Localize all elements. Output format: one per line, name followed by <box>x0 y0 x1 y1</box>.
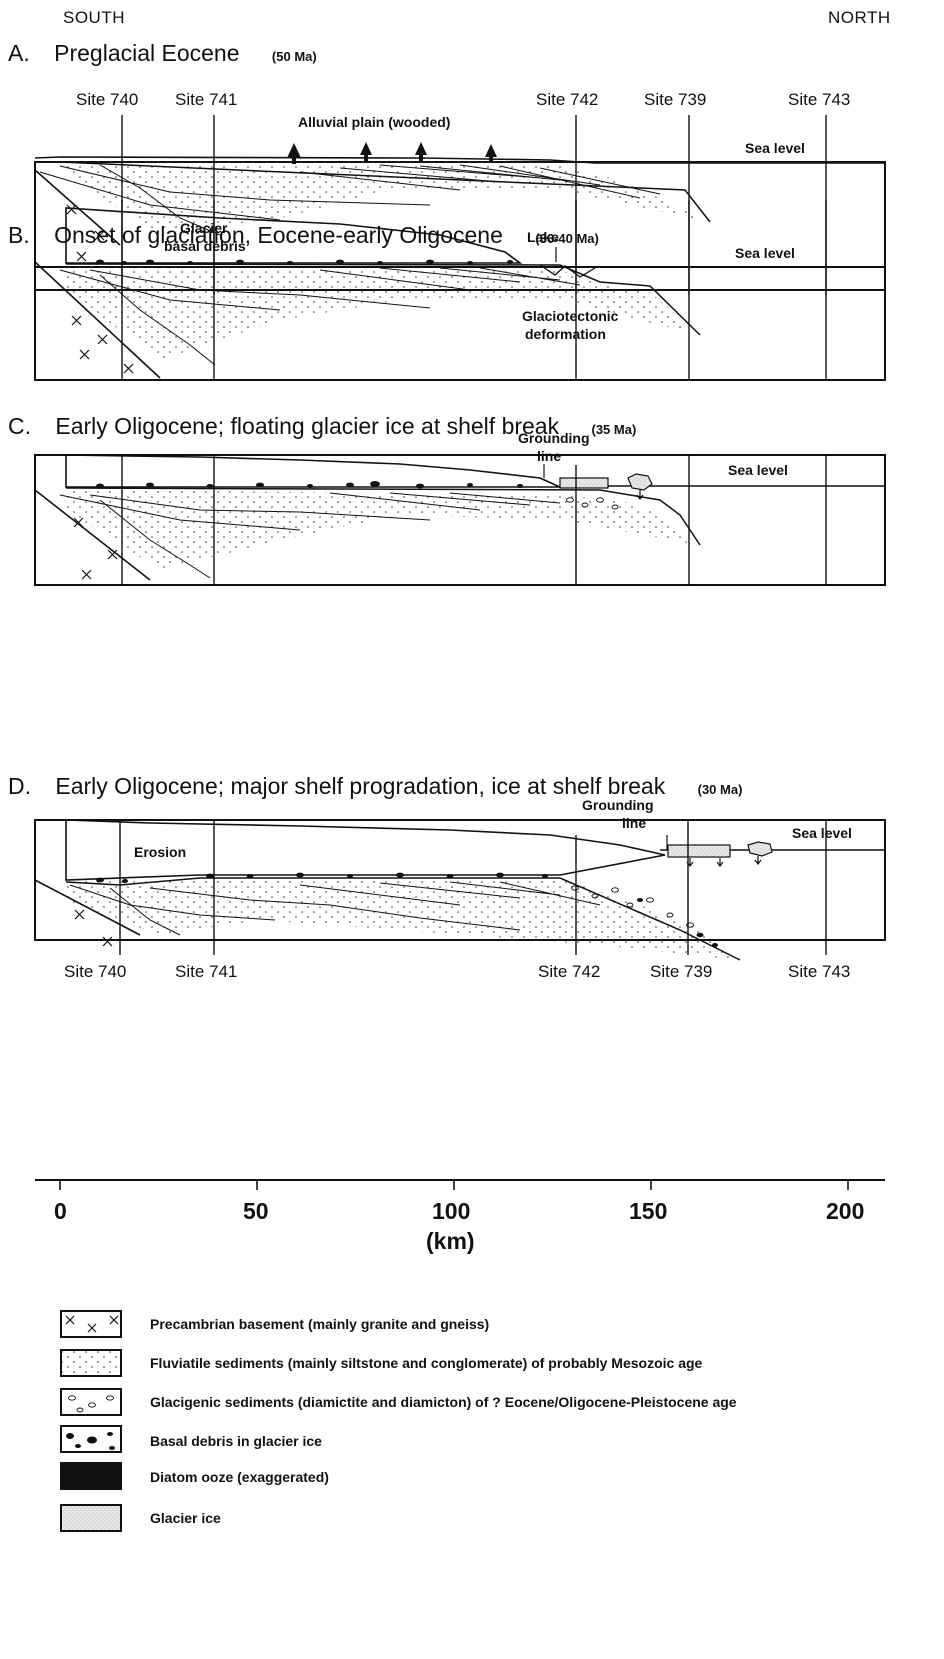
fluviatile-swatch-pattern <box>62 1351 120 1375</box>
panel-b-heading: Onset of glaciation, Eocene-early Oligoc… <box>54 222 503 248</box>
panel-d-letter: D. <box>8 773 31 799</box>
axis-tick-150: 150 <box>629 1198 668 1224</box>
sea-level-label-a: Sea level <box>745 140 805 156</box>
panel-c-frame <box>34 454 886 586</box>
legend-swatch-diatom <box>60 1462 122 1490</box>
basal-debris-swatch-pattern <box>66 1432 115 1450</box>
site-743-label-top: Site 743 <box>788 90 851 109</box>
panel-c-heading: Early Oligocene; floating glacier ice at… <box>55 413 560 439</box>
site-lines-d <box>119 820 827 955</box>
site-742-label-bottom: Site 742 <box>538 962 601 981</box>
basement-crosses-a <box>66 204 105 262</box>
basal-debris-d <box>96 872 718 947</box>
tree-icons <box>287 142 497 164</box>
site-741-label-bottom: Site 741 <box>175 962 238 981</box>
iceberg-d <box>747 841 773 857</box>
basement-crosses-c <box>73 517 118 580</box>
grounding-label-c: Grounding <box>518 430 590 446</box>
north-label: NORTH <box>828 8 891 27</box>
site-739-label-top: Site 739 <box>644 90 707 109</box>
panel-b-age: (36-40 Ma) <box>535 231 599 246</box>
glacier-label-b: Glacier <box>180 220 228 236</box>
south-label: SOUTH <box>63 8 125 27</box>
glacigenic-clasts-d <box>571 885 694 928</box>
site-742-label-top: Site 742 <box>536 90 599 109</box>
panel-b-section <box>34 200 886 381</box>
sea-level-label-b: Sea level <box>735 245 795 261</box>
iceberg-c <box>627 473 653 491</box>
site-740-label-bottom: Site 740 <box>64 962 127 981</box>
basement-crosses-d <box>74 909 113 947</box>
basement-crosses-b <box>71 315 134 374</box>
legend-swatch-basement <box>60 1310 122 1338</box>
lake-label: Lake <box>527 229 559 245</box>
deformation-label: deformation <box>525 326 606 342</box>
distance-axis <box>35 1179 885 1190</box>
legend-text-diatom: Diatom ooze (exaggerated) <box>150 1469 329 1485</box>
axis-tick-200: 200 <box>826 1198 865 1224</box>
basal-debris-c <box>96 481 523 489</box>
panel-c-section <box>34 454 886 586</box>
alluvial-plain-label: Alluvial plain (wooded) <box>298 114 451 130</box>
panel-b-title: B. Onset of glaciation, Eocene-early Oli… <box>8 222 599 249</box>
legend-text-basement: Precambrian basement (mainly granite and… <box>150 1316 490 1332</box>
grounding-line-label-c: line <box>537 448 562 464</box>
basal-debris-label-b: basal debris <box>164 238 246 254</box>
panel-d-section <box>34 819 886 961</box>
legend-text-fluviatile: Fluviatile sediments (mainly siltstone a… <box>150 1355 703 1371</box>
site-743-label-bottom: Site 743 <box>788 962 851 981</box>
axis-tick-0: 0 <box>54 1198 67 1224</box>
diatom-swatch-pattern <box>62 1464 120 1488</box>
legend-text-glacier-ice: Glacier ice <box>150 1510 221 1526</box>
legend-swatches <box>62 1315 120 1530</box>
grounding-label-d: Grounding <box>582 797 654 813</box>
floating-ice-d <box>667 844 731 858</box>
site-741-label-top: Site 741 <box>175 90 238 109</box>
legend-swatch-fluviatile <box>60 1349 122 1377</box>
glacigenic-swatch-pattern <box>68 1395 114 1413</box>
panel-c-letter: C. <box>8 413 31 439</box>
axis-tick-100: 100 <box>432 1198 471 1224</box>
sea-level-label-c: Sea level <box>728 462 788 478</box>
panel-d-age: (30 Ma) <box>697 782 743 797</box>
legend-swatch-basal-debris <box>60 1425 122 1453</box>
panel-d-heading: Early Oligocene; major shelf progradatio… <box>55 773 666 799</box>
axis-unit-label: (km) <box>426 1228 475 1254</box>
glacigenic-clasts-c <box>566 497 619 510</box>
legend-swatch-glacigenic <box>60 1388 122 1416</box>
legend-text-glacigenic: Glacigenic sediments (diamictite and dia… <box>150 1394 737 1410</box>
erosion-label: Erosion <box>134 844 187 860</box>
panel-a-title: A. Preglacial Eocene (50 Ma) <box>8 40 317 67</box>
panel-b-letter: B. <box>8 222 30 248</box>
glacier-ice-swatch-pattern <box>62 1506 120 1530</box>
site-lines-c <box>121 455 827 585</box>
legend-swatch-glacier-ice <box>60 1504 122 1532</box>
legend-text-basal-debris: Basal debris in glacier ice <box>150 1433 322 1449</box>
sea-level-label-d: Sea level <box>792 825 852 841</box>
panel-c-title: C. Early Oligocene; floating glacier ice… <box>8 413 636 440</box>
panel-c-age: (35 Ma) <box>591 422 637 437</box>
panel-a-heading: Preglacial Eocene <box>54 40 240 66</box>
panel-d-title: D. Early Oligocene; major shelf prograda… <box>8 773 742 800</box>
site-739-label-bottom: Site 739 <box>650 962 713 981</box>
panel-a-letter: A. <box>8 40 30 66</box>
glaciotectonic-label: Glaciotectonic <box>522 308 619 324</box>
grounding-line-label-d: line <box>622 815 647 831</box>
floating-ice-c <box>559 477 609 489</box>
axis-tick-50: 50 <box>243 1198 269 1224</box>
site-lines-b <box>121 200 827 380</box>
panel-a-age: (50 Ma) <box>271 49 317 64</box>
site-740-label-top: Site 740 <box>76 90 139 109</box>
basement-swatch-pattern <box>65 1315 119 1333</box>
